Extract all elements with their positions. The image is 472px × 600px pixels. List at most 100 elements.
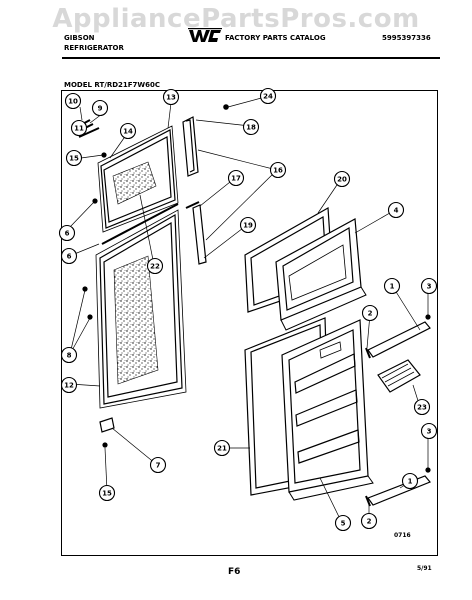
callout-circle (420, 422, 438, 440)
callout-circle (361, 304, 379, 322)
callout-number: 24 (263, 93, 273, 101)
callout-22: 22 (146, 257, 164, 275)
callout-circle (91, 99, 109, 117)
callout-circle (333, 170, 351, 188)
diagram-frame (61, 90, 438, 556)
callout-number: 2 (368, 310, 373, 318)
callout-6: 6 (58, 224, 76, 242)
callout-11: 11 (70, 119, 88, 137)
callout-circle (64, 92, 82, 110)
callout-2: 2 (360, 512, 378, 530)
callout-20: 20 (333, 170, 351, 188)
fresh-food-inner-door (244, 317, 374, 501)
callout-number: 15 (102, 490, 112, 498)
callout-2: 2 (361, 304, 379, 322)
callout-4: 4 (387, 201, 405, 219)
callout-circle (162, 88, 180, 106)
callout-circle (60, 247, 78, 265)
callout-circle (58, 224, 76, 242)
callout-circle (98, 484, 116, 502)
freezer-inner-door (244, 207, 367, 331)
callout-15: 15 (98, 484, 116, 502)
callout-circle (420, 277, 438, 295)
callout-circle (60, 376, 78, 394)
callout-circle (259, 87, 277, 105)
callout-number: 17 (231, 175, 241, 183)
callout-number: 4 (394, 207, 399, 215)
callout-13: 13 (162, 88, 180, 106)
callout-circle (360, 512, 378, 530)
callout-number: 6 (65, 230, 70, 238)
page-number: F6 (228, 567, 241, 577)
catalog-part-number: 5995397336 (382, 34, 431, 42)
callout-21: 21 (213, 439, 231, 457)
model-number: MODEL RT/RD21F7W60C (64, 81, 161, 89)
catalog-title: FACTORY PARTS CATALOG (225, 34, 326, 42)
callout-circle (146, 257, 164, 275)
callout-10: 10 (64, 92, 82, 110)
callout-number: 1 (408, 478, 413, 486)
callout-15: 15 (65, 149, 83, 167)
product-name: REFRIGERATOR (64, 44, 124, 52)
callout-circle (149, 456, 167, 474)
callout-number: 10 (68, 98, 78, 106)
callout-number: 14 (123, 128, 133, 136)
callout-circle (213, 439, 231, 457)
callout-5: 5 (334, 514, 352, 532)
callout-number: 13 (166, 94, 176, 102)
callout-number: 22 (150, 263, 160, 271)
callout-19: 19 (239, 216, 257, 234)
callout-number: 5 (341, 520, 346, 528)
callout-circle (387, 201, 405, 219)
callout-number: 16 (273, 167, 283, 175)
callout-7: 7 (149, 456, 167, 474)
callout-circle (119, 122, 137, 140)
callout-number: 18 (246, 124, 256, 132)
callout-16: 16 (269, 161, 287, 179)
callout-circle (242, 118, 260, 136)
callout-23: 23 (413, 398, 431, 416)
callout-circle (70, 119, 88, 137)
freezer-door-assembly (76, 119, 179, 233)
callout-number: 12 (64, 382, 74, 390)
callout-number: 7 (156, 462, 161, 470)
callout-circle (334, 514, 352, 532)
header-rule (62, 57, 440, 59)
callout-circle (227, 169, 245, 187)
callout-17: 17 (227, 169, 245, 187)
callout-number: 9 (98, 105, 103, 113)
catalog-date: 5/91 (417, 565, 432, 572)
callout-number: 19 (243, 222, 253, 230)
callout-circle (269, 161, 287, 179)
callout-number: 21 (217, 445, 227, 453)
callout-circle (413, 398, 431, 416)
brand-name: GIBSON (64, 34, 95, 42)
callout-number: 2 (367, 518, 372, 526)
callout-circle (65, 149, 83, 167)
callout-circle (383, 277, 401, 295)
drawing-code: 0716 (394, 532, 411, 539)
callout-circle (239, 216, 257, 234)
callout-number: 1 (390, 283, 395, 291)
callout-18: 18 (242, 118, 260, 136)
callout-number: 11 (74, 125, 84, 133)
callout-14: 14 (119, 122, 137, 140)
callout-number: 6 (67, 253, 72, 261)
callout-9: 9 (91, 99, 109, 117)
callout-1: 1 (401, 472, 419, 490)
callout-number: 20 (337, 176, 347, 184)
callout-number: 8 (67, 352, 72, 360)
callout-number: 23 (417, 404, 427, 412)
callout-3: 3 (420, 422, 438, 440)
door-shelves (365, 314, 431, 507)
callout-circle (401, 472, 419, 490)
callout-3: 3 (420, 277, 438, 295)
callout-number: 3 (427, 428, 432, 436)
callout-1: 1 (383, 277, 401, 295)
callout-8: 8 (60, 346, 78, 364)
callout-6: 6 (60, 247, 78, 265)
fresh-food-door-assembly (82, 203, 187, 448)
callout-number: 15 (69, 155, 79, 163)
